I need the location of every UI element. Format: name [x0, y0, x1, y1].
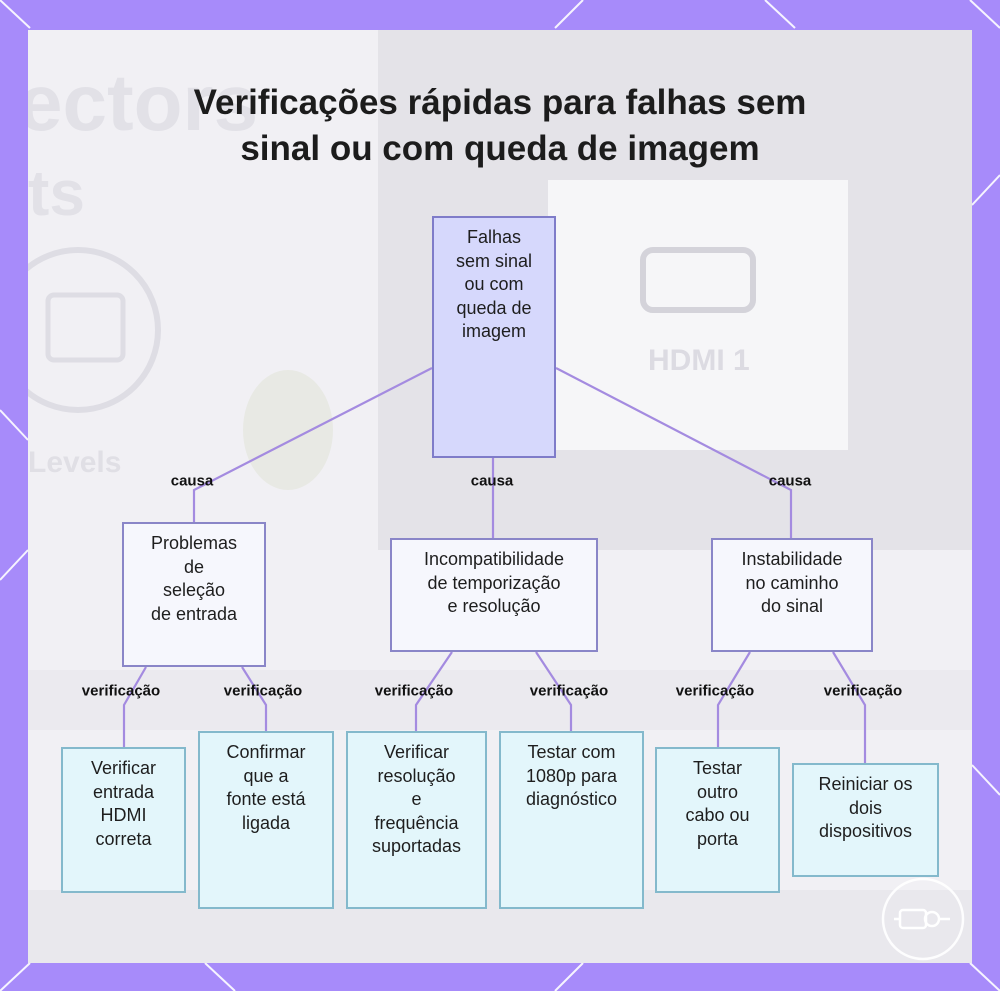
edge-label-check-2: verificação [224, 683, 302, 700]
edge-label-check-4: verificação [530, 683, 608, 700]
cause-node-input-selection: Problemas de seleção de entrada [122, 522, 266, 667]
edge-label-check-5: verificação [676, 683, 754, 700]
cause-node-signal-path: Instabilidade no caminho do sinal [711, 538, 873, 652]
edge-root-cause-1 [194, 368, 432, 522]
edge-label-cause-2: causa [471, 473, 514, 490]
check-node-other-cable: Testar outro cabo ou porta [655, 747, 780, 893]
check-node-restart-devices: Reiniciar os dois dispositivos [792, 763, 939, 877]
diagram-canvas: HDMI 1 ectors ts Levels Verificações ráp… [28, 30, 972, 963]
edge-label-cause-1: causa [171, 473, 214, 490]
edge-label-check-3: verificação [375, 683, 453, 700]
check-node-test-1080p: Testar com 1080p para diagnóstico [499, 731, 644, 909]
edge-cause3-check2 [833, 652, 865, 763]
edge-root-cause-3 [556, 368, 791, 538]
edge-cause3-check1 [718, 652, 750, 747]
edge-cause1-check1 [124, 667, 146, 747]
edge-label-check-6: verificação [824, 683, 902, 700]
check-node-hdmi-input: Verificar entrada HDMI correta [61, 747, 186, 893]
watermark-logo-icon [880, 876, 966, 962]
root-node: Falhas sem sinal ou com queda de imagem [432, 216, 556, 458]
cause-node-timing-resolution: Incompatibilidade de temporização e reso… [390, 538, 598, 652]
edge-label-check-1: verificação [82, 683, 160, 700]
edge-label-cause-3: causa [769, 473, 812, 490]
check-node-source-on: Confirmar que a fonte está ligada [198, 731, 334, 909]
check-node-supported-resolution: Verificar resolução e frequência suporta… [346, 731, 487, 909]
